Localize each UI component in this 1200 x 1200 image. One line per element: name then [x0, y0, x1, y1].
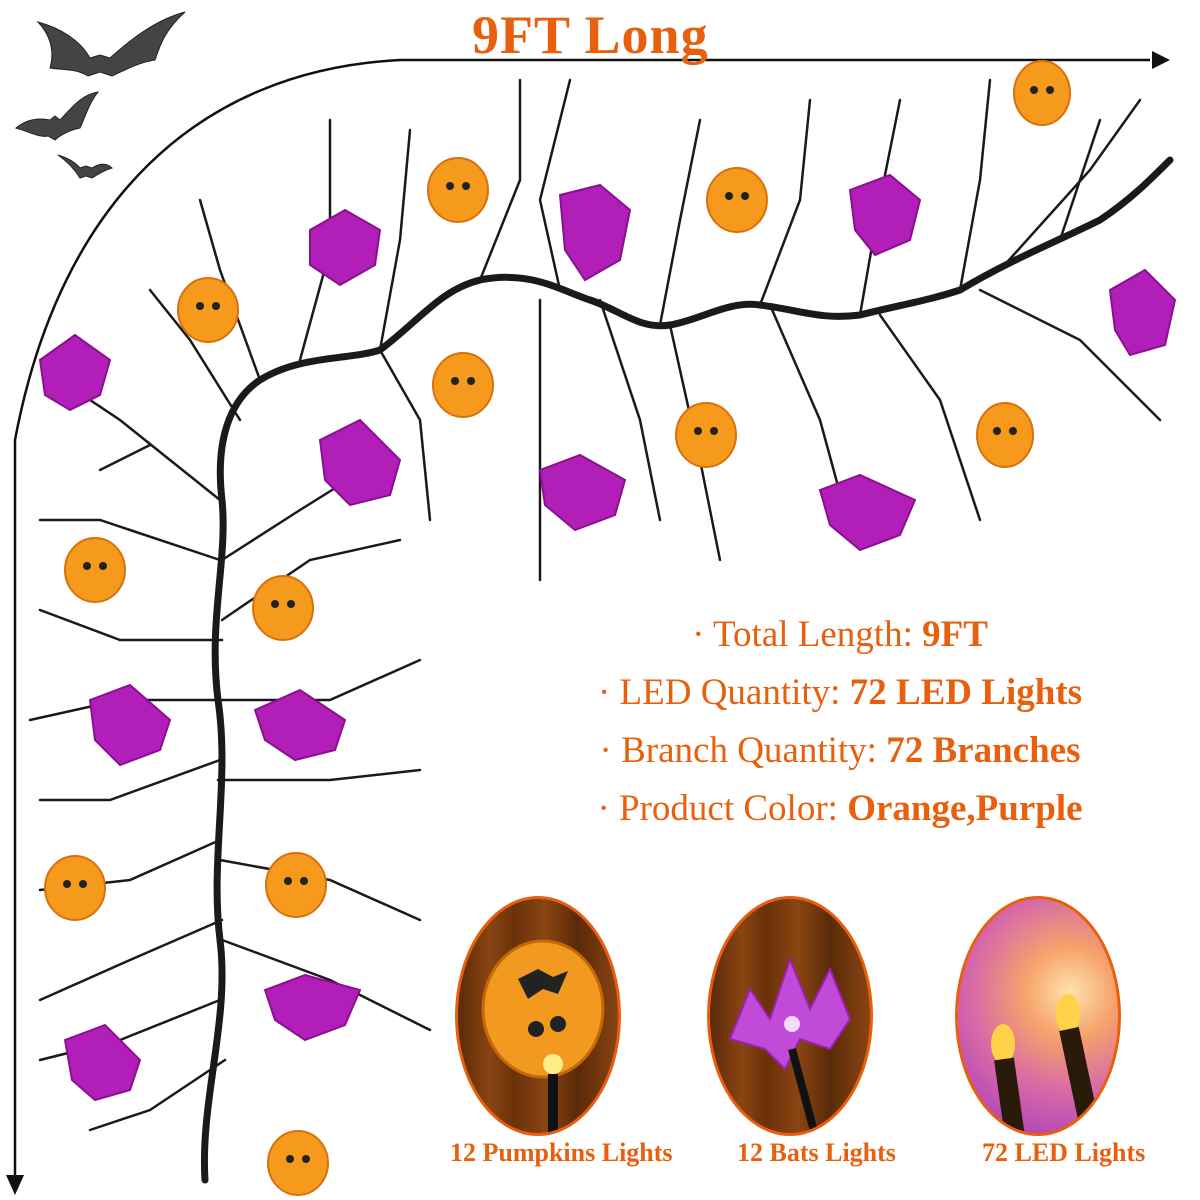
spec-branch-quantity: · Branch Quantity: 72 Branches — [599, 730, 1081, 771]
bat-light-closeup — [707, 896, 873, 1136]
spec-list: · Total Length: 9FT · LED Quantity: 72 L… — [540, 606, 1140, 838]
led-lights-closeup — [955, 896, 1121, 1136]
caption-leds: 72 LED Lights — [982, 1138, 1146, 1167]
spec-led-quantity: · LED Quantity: 72 LED Lights — [597, 672, 1083, 713]
length-title: 9FT Long — [472, 5, 709, 65]
length-arrow — [13, 58, 1150, 1180]
spec-total-length: · Total Length: 9FT — [692, 614, 988, 655]
caption-bats: 12 Bats Lights — [737, 1138, 896, 1167]
bat-silhouettes-icon — [14, 11, 186, 179]
pumpkin-lights — [44, 60, 1071, 1196]
caption-pumpkins: 12 Pumpkins Lights — [450, 1138, 673, 1167]
spec-product-color: · Product Color: Orange,Purple — [597, 788, 1083, 829]
pumpkin-light-closeup — [455, 896, 621, 1136]
bat-lights — [38, 173, 1177, 1102]
